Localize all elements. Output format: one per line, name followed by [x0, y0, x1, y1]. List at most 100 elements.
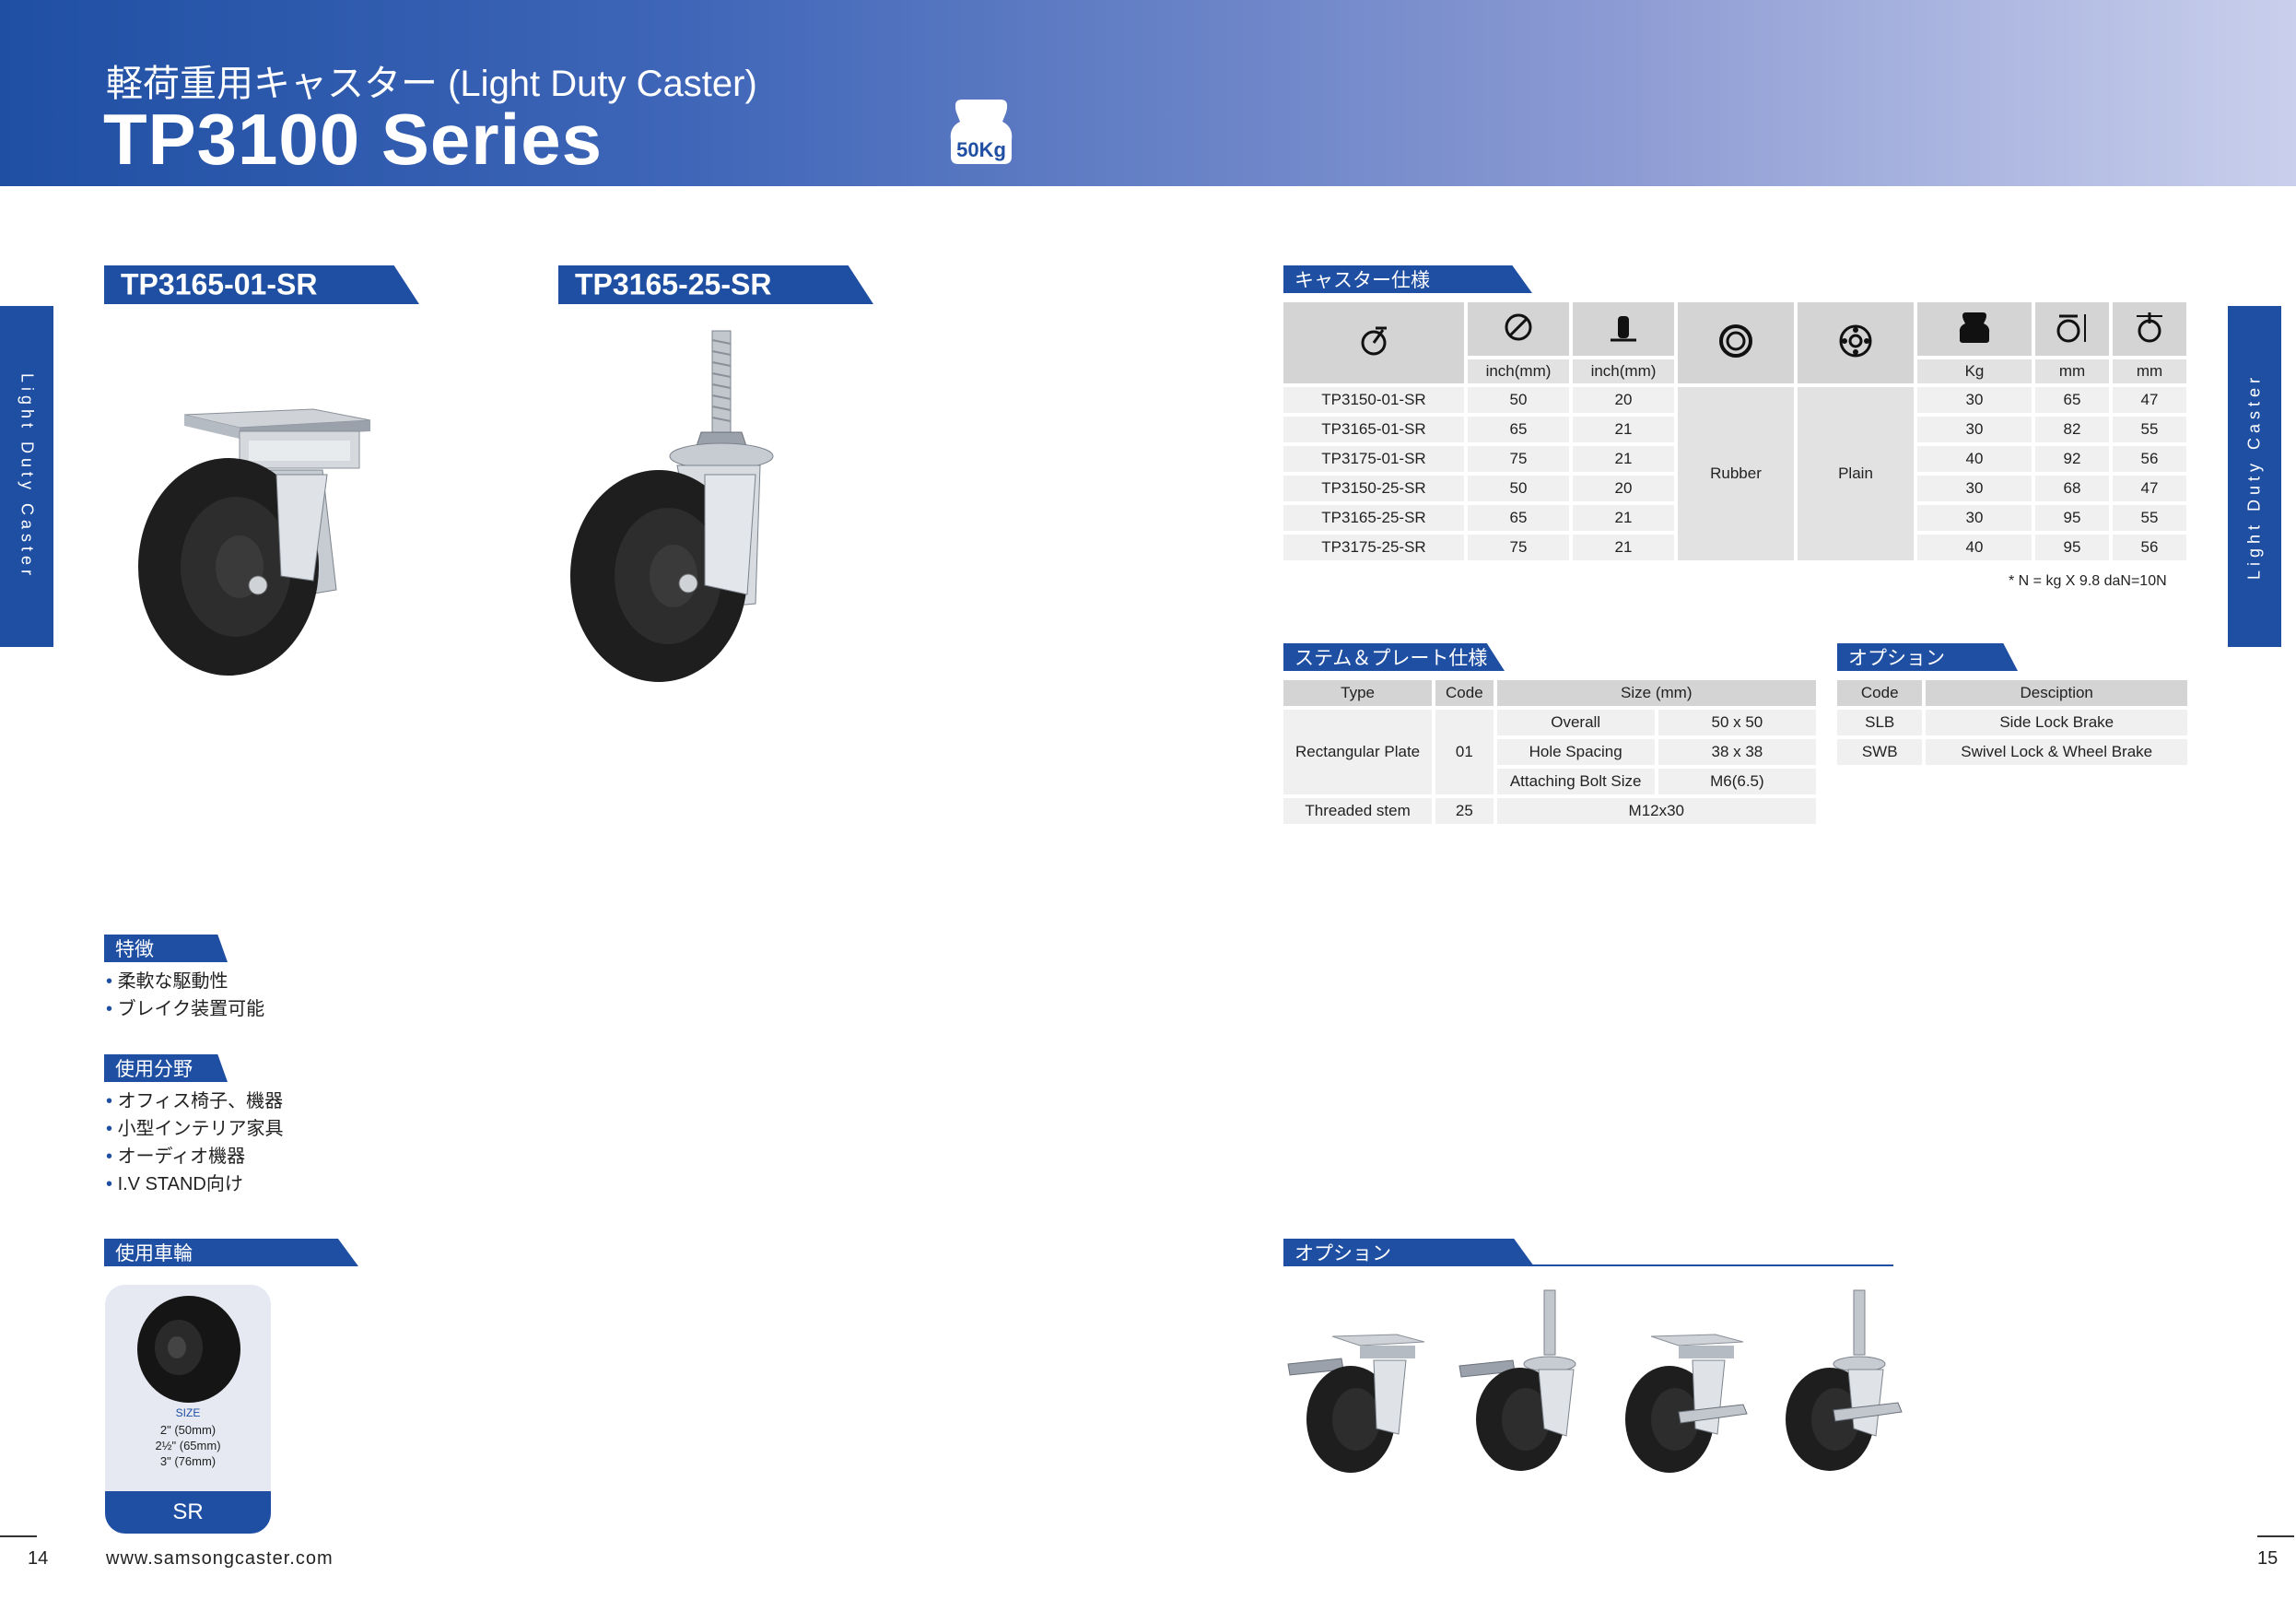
width-cell: 21	[1573, 446, 1674, 472]
table-row: TP3150-25-SR 50 20 30 68 47	[1283, 476, 2186, 501]
page-header: 軽荷重用キャスター (Light Duty Caster) TP3100 Ser…	[0, 0, 2296, 186]
load-column-header	[1917, 302, 2032, 356]
option-desc-cell: Side Lock Brake	[1926, 710, 2187, 735]
code-header: Code	[1435, 680, 1494, 706]
offset-cell: 55	[2113, 505, 2186, 531]
wheel-section-title: 使用車輪	[115, 1243, 193, 1264]
table-row: Threaded stem 25 M12x30	[1283, 798, 1816, 824]
diameter-cell: 75	[1468, 535, 1569, 560]
offset-cell: 56	[2113, 446, 2186, 472]
material-cell: Rubber	[1678, 387, 1794, 560]
stem-caster-image	[570, 330, 774, 682]
height-cell: 95	[2035, 505, 2109, 531]
options-section-tab: オプション	[1837, 643, 2018, 671]
diameter-cell: 65	[1468, 505, 1569, 531]
spec-section-title: キャスター仕様	[1294, 270, 1430, 291]
unit-label: mm	[2113, 359, 2186, 383]
load-cell: 30	[1917, 417, 2032, 442]
height-cell: 68	[2035, 476, 2109, 501]
features-section-title: 特徴	[115, 939, 154, 960]
width-cell: 21	[1573, 535, 1674, 560]
option-caster-swb-stem	[1786, 1289, 1903, 1471]
plate-dim-label: Hole Spacing	[1496, 739, 1655, 765]
table-row: Hole Spacing 38 x 38	[1283, 739, 1816, 765]
wheel-width-icon	[1611, 315, 1636, 341]
plate-type-cell: Rectangular Plate	[1283, 710, 1433, 794]
option-caster-slb-stem	[1458, 1289, 1576, 1471]
options-section-title: オプション	[1848, 648, 1945, 669]
type-header: Type	[1283, 680, 1433, 706]
diameter-column-header	[1468, 302, 1569, 356]
list-item: オフィス椅子、機器	[106, 1088, 284, 1115]
product-code: TP3165-25-SR	[575, 267, 772, 301]
side-tab-label: Light Duty Caster	[2244, 372, 2264, 581]
wheel-type-label: SR	[105, 1491, 271, 1534]
size-label: SIZE	[175, 1406, 201, 1419]
unit-label: mm	[2035, 359, 2109, 383]
wheel-section-tab: 使用車輪	[104, 1239, 358, 1266]
stem-type-cell: Threaded stem	[1283, 798, 1433, 824]
plate-dim-value: 50 x 50	[1658, 710, 1816, 735]
stem-section-tab: ステム＆プレート仕様	[1283, 643, 1505, 671]
options-photos-tab: オプション	[1283, 1239, 1534, 1266]
series-subtitle: 軽荷重用キャスター (Light Duty Caster)	[106, 64, 757, 104]
option-caster-slb-plate	[1287, 1334, 1425, 1473]
usage-section-title: 使用分野	[115, 1059, 193, 1080]
size-value: 3" (76mm)	[159, 1454, 217, 1468]
stem-size-cell: M12x30	[1496, 798, 1816, 824]
table-row: SLB Side Lock Brake	[1837, 710, 2187, 735]
list-item: 柔軟な駆動性	[106, 968, 264, 995]
diameter-cell: 75	[1468, 446, 1569, 472]
material-column-header	[1678, 302, 1794, 383]
list-item: オーディオ機器	[106, 1143, 284, 1170]
option-desc-header: Desciption	[1926, 680, 2187, 706]
bearing-column-header	[1798, 302, 1914, 383]
table-row: TP3175-25-SR 75 21 40 95 56	[1283, 535, 2186, 560]
offset-cell: 56	[2113, 535, 2186, 560]
product-tab-left: TP3165-01-SR	[104, 265, 419, 304]
features-list: 柔軟な駆動性 ブレイク装置可能	[106, 968, 265, 1023]
height-cell: 82	[2035, 417, 2109, 442]
tire-icon	[1719, 323, 1752, 358]
table-row: SWB Swivel Lock & Wheel Brake	[1837, 739, 2187, 765]
usage-list: オフィス椅子、機器 小型インテリア家具 オーディオ機器 I.V STAND向け	[106, 1088, 284, 1198]
offset-cell: 47	[2113, 476, 2186, 501]
website-url[interactable]: www.samsongcaster.com	[106, 1548, 334, 1569]
footer-rule-right	[2257, 1535, 2294, 1537]
rubber-wheel-image	[137, 1296, 240, 1403]
width-cell: 20	[1573, 387, 1674, 413]
plate-caster-image	[138, 408, 371, 676]
series-title: TP3100 Series	[103, 99, 603, 180]
stem-plate-table: Type Code Size (mm) Rectangular Plate 01…	[1280, 676, 1820, 828]
unit-label: Kg	[1917, 359, 2032, 383]
table-row: TP3165-25-SR 65 21 30 95 55	[1283, 505, 2186, 531]
list-item: I.V STAND向け	[106, 1170, 284, 1198]
load-weight-badge: 50Kg	[949, 96, 1013, 166]
options-photos-title: オプション	[1294, 1243, 1391, 1264]
size-value: 2" (50mm)	[159, 1423, 217, 1437]
table-row: TP3165-01-SR 65 21 30 82 55	[1283, 417, 2186, 442]
plate-dim-value: M6(6.5)	[1658, 769, 1816, 794]
weight-icon	[950, 100, 1013, 164]
wheel-card: SIZE 2" (50mm) 2½" (65mm) 3" (76mm) SR	[105, 1285, 271, 1534]
height-cell: 65	[2035, 387, 2109, 413]
product-code: TP3165-01-SR	[121, 267, 318, 301]
page-number-right: 15	[2257, 1548, 2278, 1569]
load-cell: 30	[1917, 505, 2032, 531]
load-cell: 40	[1917, 446, 2032, 472]
width-column-header	[1573, 302, 1674, 356]
option-code-cell: SWB	[1837, 739, 1923, 765]
unit-note: * N = kg X 9.8 daN=10N	[2009, 573, 2167, 589]
overall-height-icon	[2056, 313, 2086, 342]
bearing-cell: Plain	[1798, 387, 1914, 560]
option-code-cell: SLB	[1837, 710, 1923, 735]
list-item: ブレイク装置可能	[106, 995, 265, 1023]
weight-icon	[1959, 312, 1990, 343]
side-tab-label: Light Duty Caster	[18, 372, 37, 581]
model-column-header	[1283, 302, 1464, 383]
product-tab-right: TP3165-25-SR	[558, 265, 873, 304]
diameter-cell: 50	[1468, 476, 1569, 501]
side-tab-left: Light Duty Caster	[0, 306, 53, 647]
plate-dim-label: Overall	[1496, 710, 1655, 735]
model-cell: TP3165-01-SR	[1283, 417, 1464, 442]
